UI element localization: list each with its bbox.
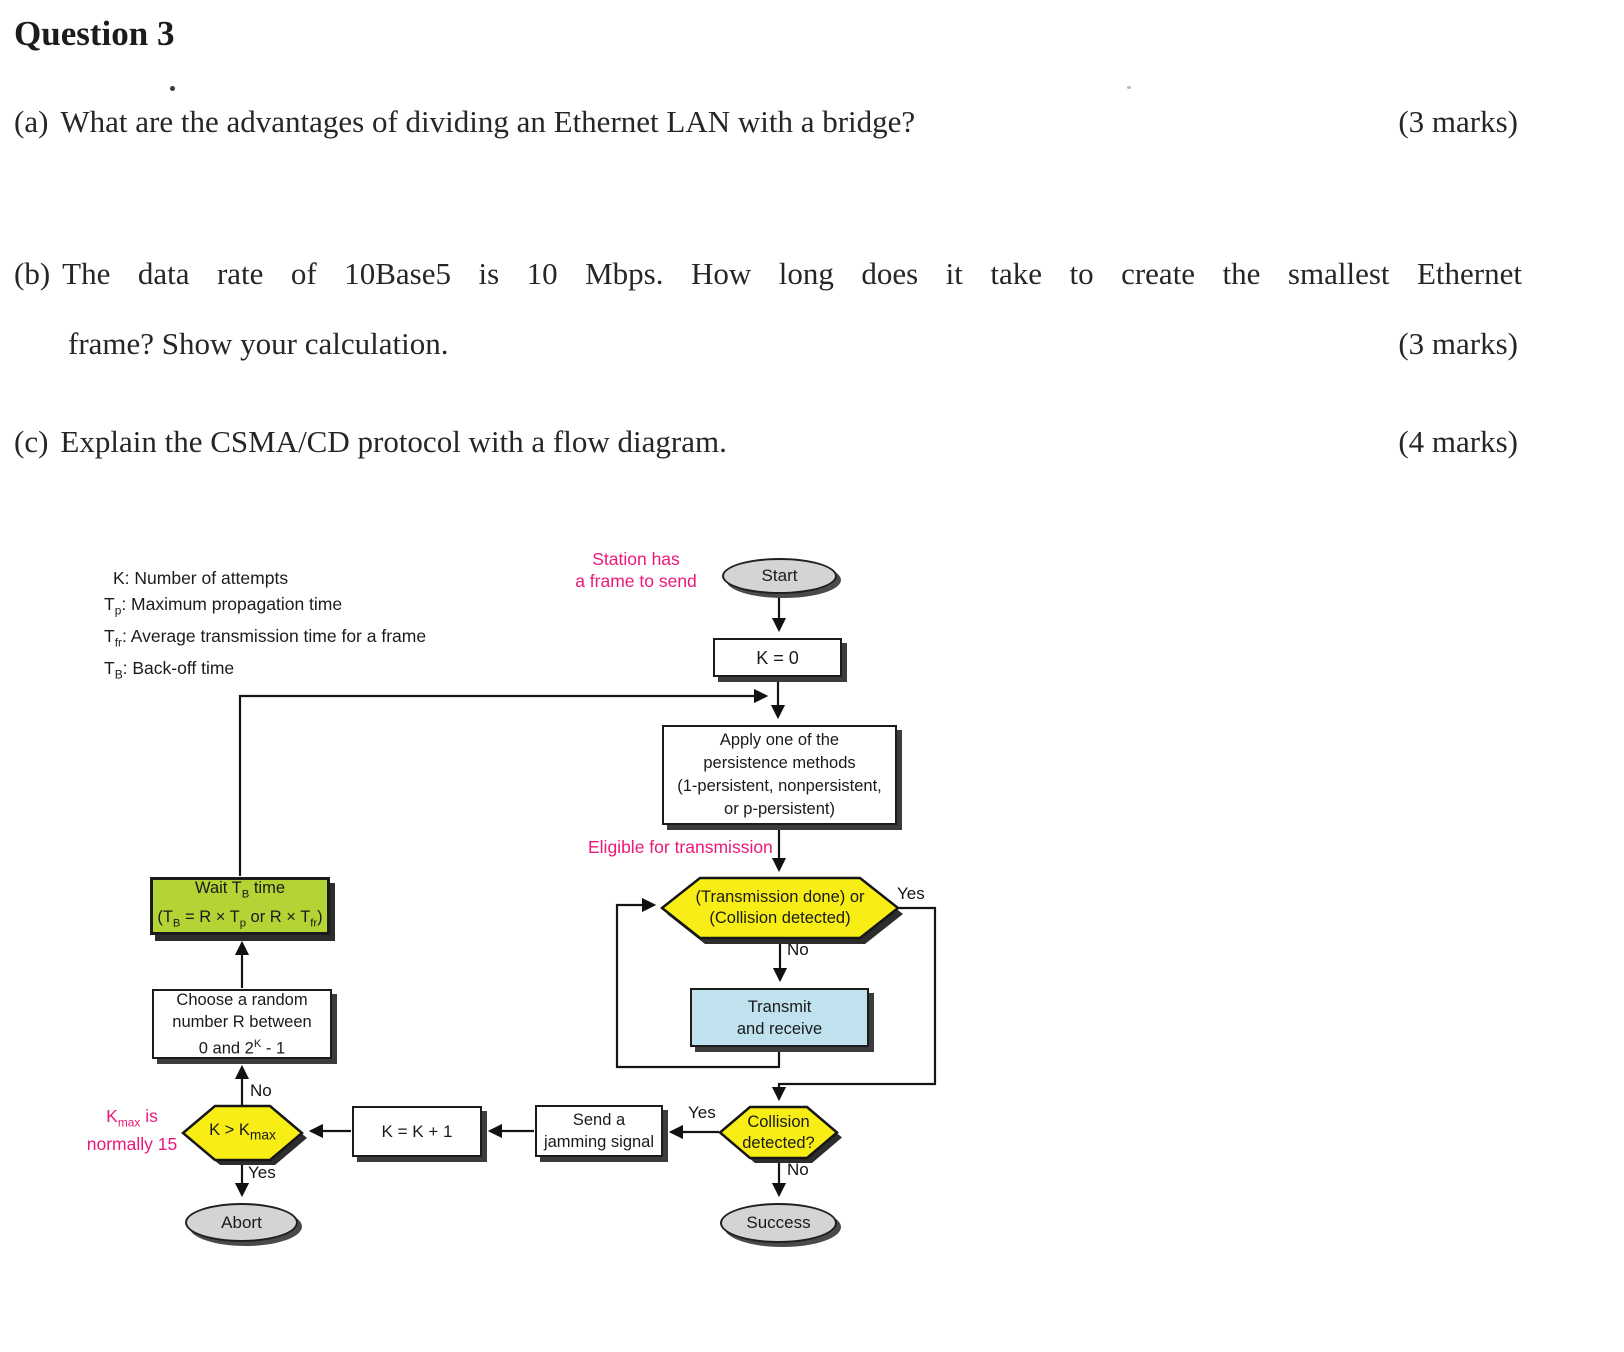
node-k0-label: K = 0 [756,647,799,668]
jam-line2: jamming signal [543,1133,655,1151]
question-b-label: (b) [14,256,51,291]
hexagon-shape [181,1104,307,1165]
node-send-jamming-signal: Send a jamming signal [535,1105,663,1157]
question-b-line2: frame? Show your calculation. (3 marks) [14,326,1522,362]
node-abort-label: Abort [221,1212,262,1232]
node-choose-random: Choose a random number R between 0 and 2… [152,989,332,1059]
node-k-increment-label: K = K + 1 [381,1121,453,1141]
transmission-check-line1: (Transmission done) or [695,888,865,906]
edge-label-transmission-yes: Yes [897,884,925,903]
question-a-marks: (3 marks) [1398,104,1518,139]
legend-line-tfr: Tfr: Average transmission time for a fra… [104,625,427,650]
question-b-text2: frame? Show your calculation. [68,326,449,361]
annotation-station-line2: a frame to send [575,571,697,591]
node-apply-persistence: Apply one of the persistence methods (1-… [662,725,897,825]
legend-line-k: K: Number of attempts [113,568,289,588]
question-c-marks: (4 marks) [1398,424,1518,459]
annotation-station-has-frame: Station has a frame to send [555,548,717,592]
transmit-line2: and receive [736,1019,823,1038]
collision-check-line1: Collision [747,1112,810,1131]
node-collision-check: Collision detected? [718,1105,842,1163]
node-start-label: Start [761,566,798,585]
wait-line2: (TB = R × Tp or R × Tfr) [157,908,323,930]
scan-artifact-dot [170,86,175,91]
edge-label-kmax-no: No [250,1081,272,1100]
transmission-check-line2: (Collision detected) [709,909,851,927]
edge-label-collision-yes: Yes [688,1103,716,1122]
page-title: Question 3 [14,14,175,53]
node-success: Success [720,1203,837,1243]
edge-label-collision-no: No [787,1160,809,1179]
kmax-check-label: K > Kmax [209,1121,276,1143]
legend-line-tp: Tp: Maximum propagation time [104,593,343,618]
question-c-label: (c) [14,424,49,459]
annotation-kmax-normally-15: Kmax is normally 15 [57,1106,207,1155]
node-success-label: Success [746,1213,811,1232]
wait-line1: Wait TB time [194,878,285,900]
edge-label-transmission-no: No [787,940,809,959]
apply-line3: (1-persistent, nonpersistent, [677,777,882,795]
hexagon-shape [659,876,903,944]
node-abort: Abort [185,1203,298,1242]
transmit-line1: Transmit [747,997,812,1016]
question-a: (a) What are the advantages of dividing a… [14,104,1522,140]
apply-line4: or p-persistent) [724,800,835,818]
question-b-marks: (3 marks) [1398,326,1518,361]
apply-line2: persistence methods [703,754,856,772]
apply-line1: Apply one of the [719,731,840,749]
question-c: (c) Explain the CSMA/CD protocol with a f… [14,424,1522,460]
choose-line3: 0 and 2K - 1 [198,1037,286,1058]
choose-line1: Choose a random [176,990,308,1009]
node-k0: K = 0 [713,638,842,677]
choose-line2: number R between [172,1012,312,1031]
diagram-legend: K: Number of attempts Tp: Maximum propag… [104,566,426,688]
annotation-station-line1: Station has [592,549,680,569]
hexagon-shape [718,1105,842,1163]
node-transmit-receive: Transmit and receive [690,988,869,1047]
question-c-text: Explain the CSMA/CD protocol with a flow… [60,424,727,459]
legend-line-tb: TB: Back-off time [104,657,235,682]
question-b-text1: The data rate of 10Base5 is 10 Mbps. How… [62,256,1522,291]
scan-artifact-speck [1127,86,1131,89]
question-b-line1: (b) The data rate of 10Base5 is 10 Mbps. … [14,256,1522,292]
annotation-kmax-line1: Kmax is [106,1106,158,1130]
edge-label-kmax-yes: Yes [248,1163,276,1182]
annotation-eligible: Eligible for transmission [588,837,773,857]
node-start: Start [722,558,837,594]
jam-line1: Send a [572,1111,626,1129]
node-kmax-check: K > Kmax [181,1104,307,1165]
annotation-kmax-line2: normally 15 [86,1133,178,1154]
question-a-text: What are the advantages of dividing an E… [60,104,916,139]
node-k-increment: K = K + 1 [352,1106,482,1157]
node-transmission-check: (Transmission done) or (Collision detect… [659,876,903,944]
question-a-label: (a) [14,104,49,139]
node-wait-backoff: Wait TB time (TB = R × Tp or R × Tfr) [150,877,330,935]
collision-check-line2: detected? [742,1133,815,1152]
